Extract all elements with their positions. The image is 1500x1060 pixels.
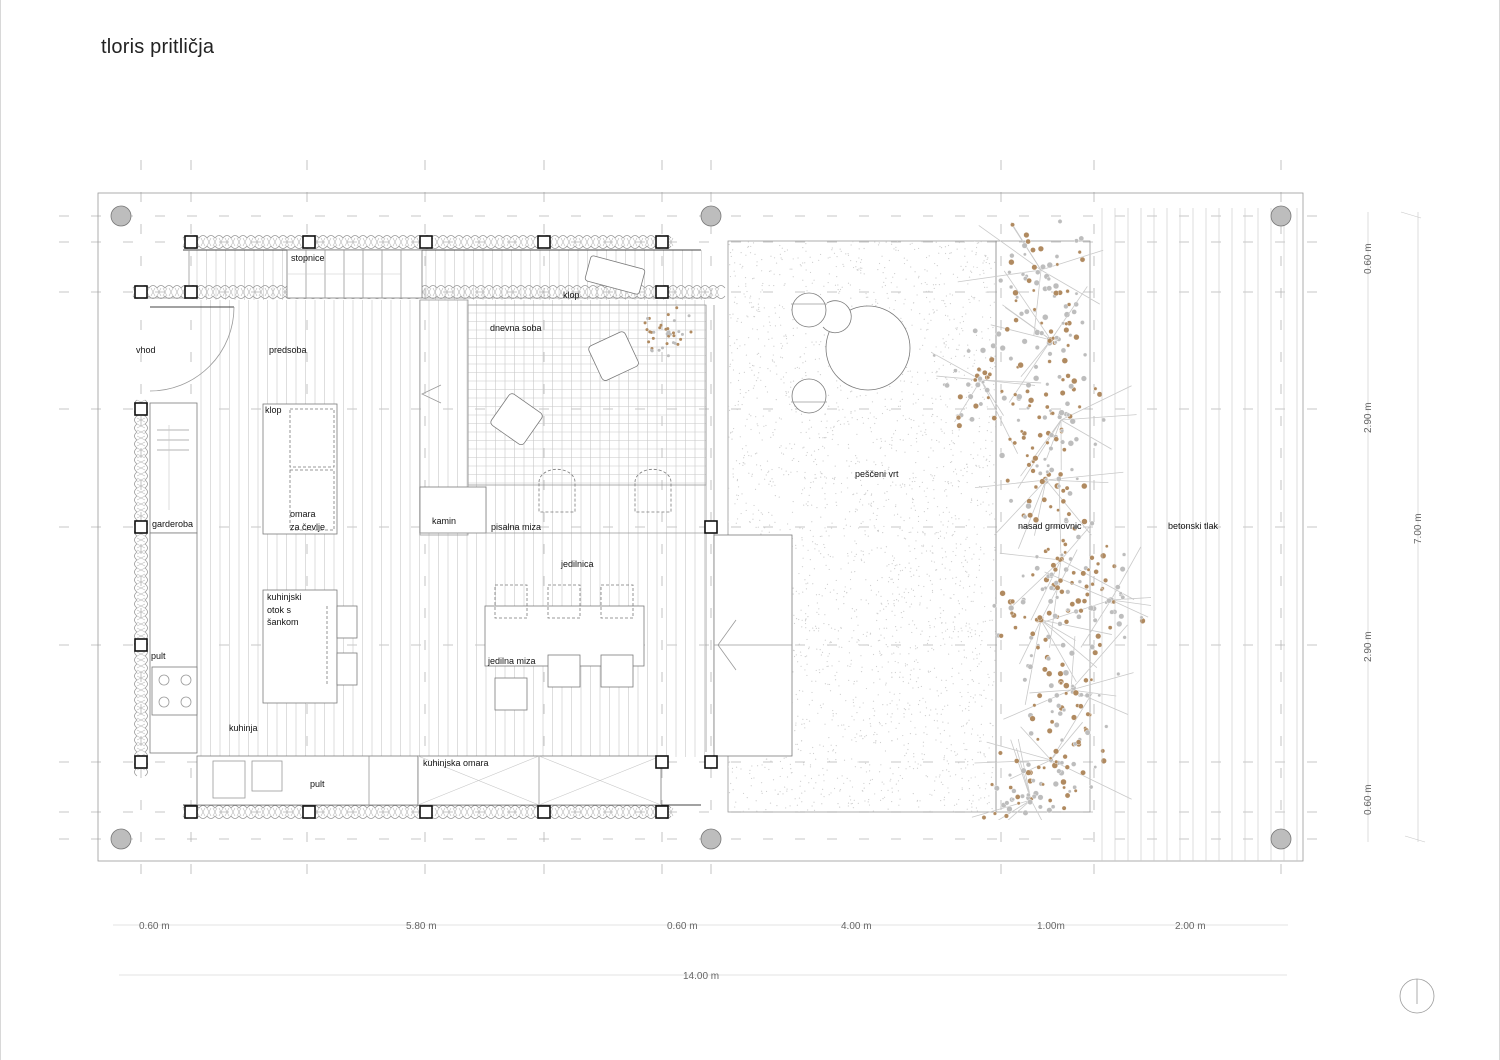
exterior-steps xyxy=(713,534,793,757)
shrub-planting xyxy=(931,219,1151,820)
label-island-1: kuhinjski xyxy=(267,592,302,602)
site-boundary xyxy=(97,192,1304,862)
dining-chair xyxy=(547,654,581,688)
dim-h-5: 1.00m xyxy=(1037,921,1065,932)
dimension-lines xyxy=(113,211,1426,976)
label-kitchen: kuhinja xyxy=(229,723,258,733)
dim-h-4: 4.00 m xyxy=(841,921,872,932)
kitchen-island xyxy=(262,589,338,704)
label-bench-top: klop xyxy=(563,290,580,300)
garden-chair xyxy=(791,378,827,414)
dining-chair xyxy=(547,584,581,619)
bottom-counter xyxy=(196,755,419,806)
label-wardrobe: garderoba xyxy=(152,519,193,529)
label-desk: pisalna miza xyxy=(491,522,541,532)
sink xyxy=(212,760,246,799)
entrance-door-swing xyxy=(149,306,235,392)
concrete-paving xyxy=(1101,208,1298,861)
kitchen-counter xyxy=(149,532,198,754)
label-living-room: dnevna soba xyxy=(490,323,542,333)
label-island-2: otok s xyxy=(267,605,292,615)
label-shrubs: nasad grmovnic xyxy=(1018,521,1082,531)
label-island-3: šankom xyxy=(267,617,299,627)
dim-total: 14.00 m xyxy=(683,971,719,982)
armchair xyxy=(490,393,543,446)
desk-chair xyxy=(538,468,576,513)
label-sand-garden: peščeni vrt xyxy=(855,469,899,479)
dim-v-1: 0.60 m xyxy=(1363,243,1374,274)
dim-h-1: 0.60 m xyxy=(139,921,170,932)
label-dining-table: jedilna miza xyxy=(487,656,536,666)
label-counter-left: pult xyxy=(151,651,166,661)
interior-elements xyxy=(141,249,911,806)
dim-v-3: 2.90 m xyxy=(1363,631,1374,662)
armchair xyxy=(588,331,639,381)
potted-plant xyxy=(643,306,693,358)
label-entrance: vhod xyxy=(136,345,156,355)
cooktop xyxy=(151,666,198,716)
column-squares xyxy=(134,235,718,819)
label-concrete-paving: betonski tlak xyxy=(1168,521,1219,531)
north-arrow-icon xyxy=(1399,978,1435,1014)
label-hallway: predsoba xyxy=(269,345,307,355)
desk-chair xyxy=(634,468,672,513)
dim-v-4: 0.60 m xyxy=(1363,784,1374,815)
label-stairs: stopnice xyxy=(291,253,325,263)
garden-chair xyxy=(822,300,852,334)
label-cabinet: omara xyxy=(290,509,316,519)
dim-h-2: 5.80 m xyxy=(406,921,437,932)
dim-h-6: 2.00 m xyxy=(1175,921,1206,932)
dining-chair xyxy=(600,654,634,688)
label-counter-bottom: pult xyxy=(310,779,325,789)
partition-wall xyxy=(419,299,469,536)
fireplace xyxy=(419,486,487,534)
label-for-shoes: za čevlje xyxy=(290,522,325,532)
drawing-title: tloris pritličja xyxy=(101,36,215,58)
label-fireplace: kamin xyxy=(432,516,456,526)
dim-h-3: 0.60 m xyxy=(667,921,698,932)
dim-v-total: 7.00 m xyxy=(1413,513,1424,544)
lounge-chair xyxy=(584,255,646,295)
shoe-cabinet xyxy=(262,403,338,535)
label-dining-room: jedilnica xyxy=(560,559,594,569)
structural-grid xyxy=(59,160,1336,885)
dining-chair xyxy=(494,584,528,619)
label-bench: klop xyxy=(265,405,282,415)
round-columns xyxy=(110,205,1292,850)
bar-stool xyxy=(336,652,358,686)
dining-chair xyxy=(494,677,528,711)
dim-v-2: 2.90 m xyxy=(1363,402,1374,433)
kitchen-cabinet xyxy=(417,755,662,806)
dining-chair xyxy=(600,584,634,619)
label-kitchen-cabinet: kuhinjska omara xyxy=(423,758,489,768)
bar-stool xyxy=(336,605,358,639)
wardrobe xyxy=(149,402,198,534)
